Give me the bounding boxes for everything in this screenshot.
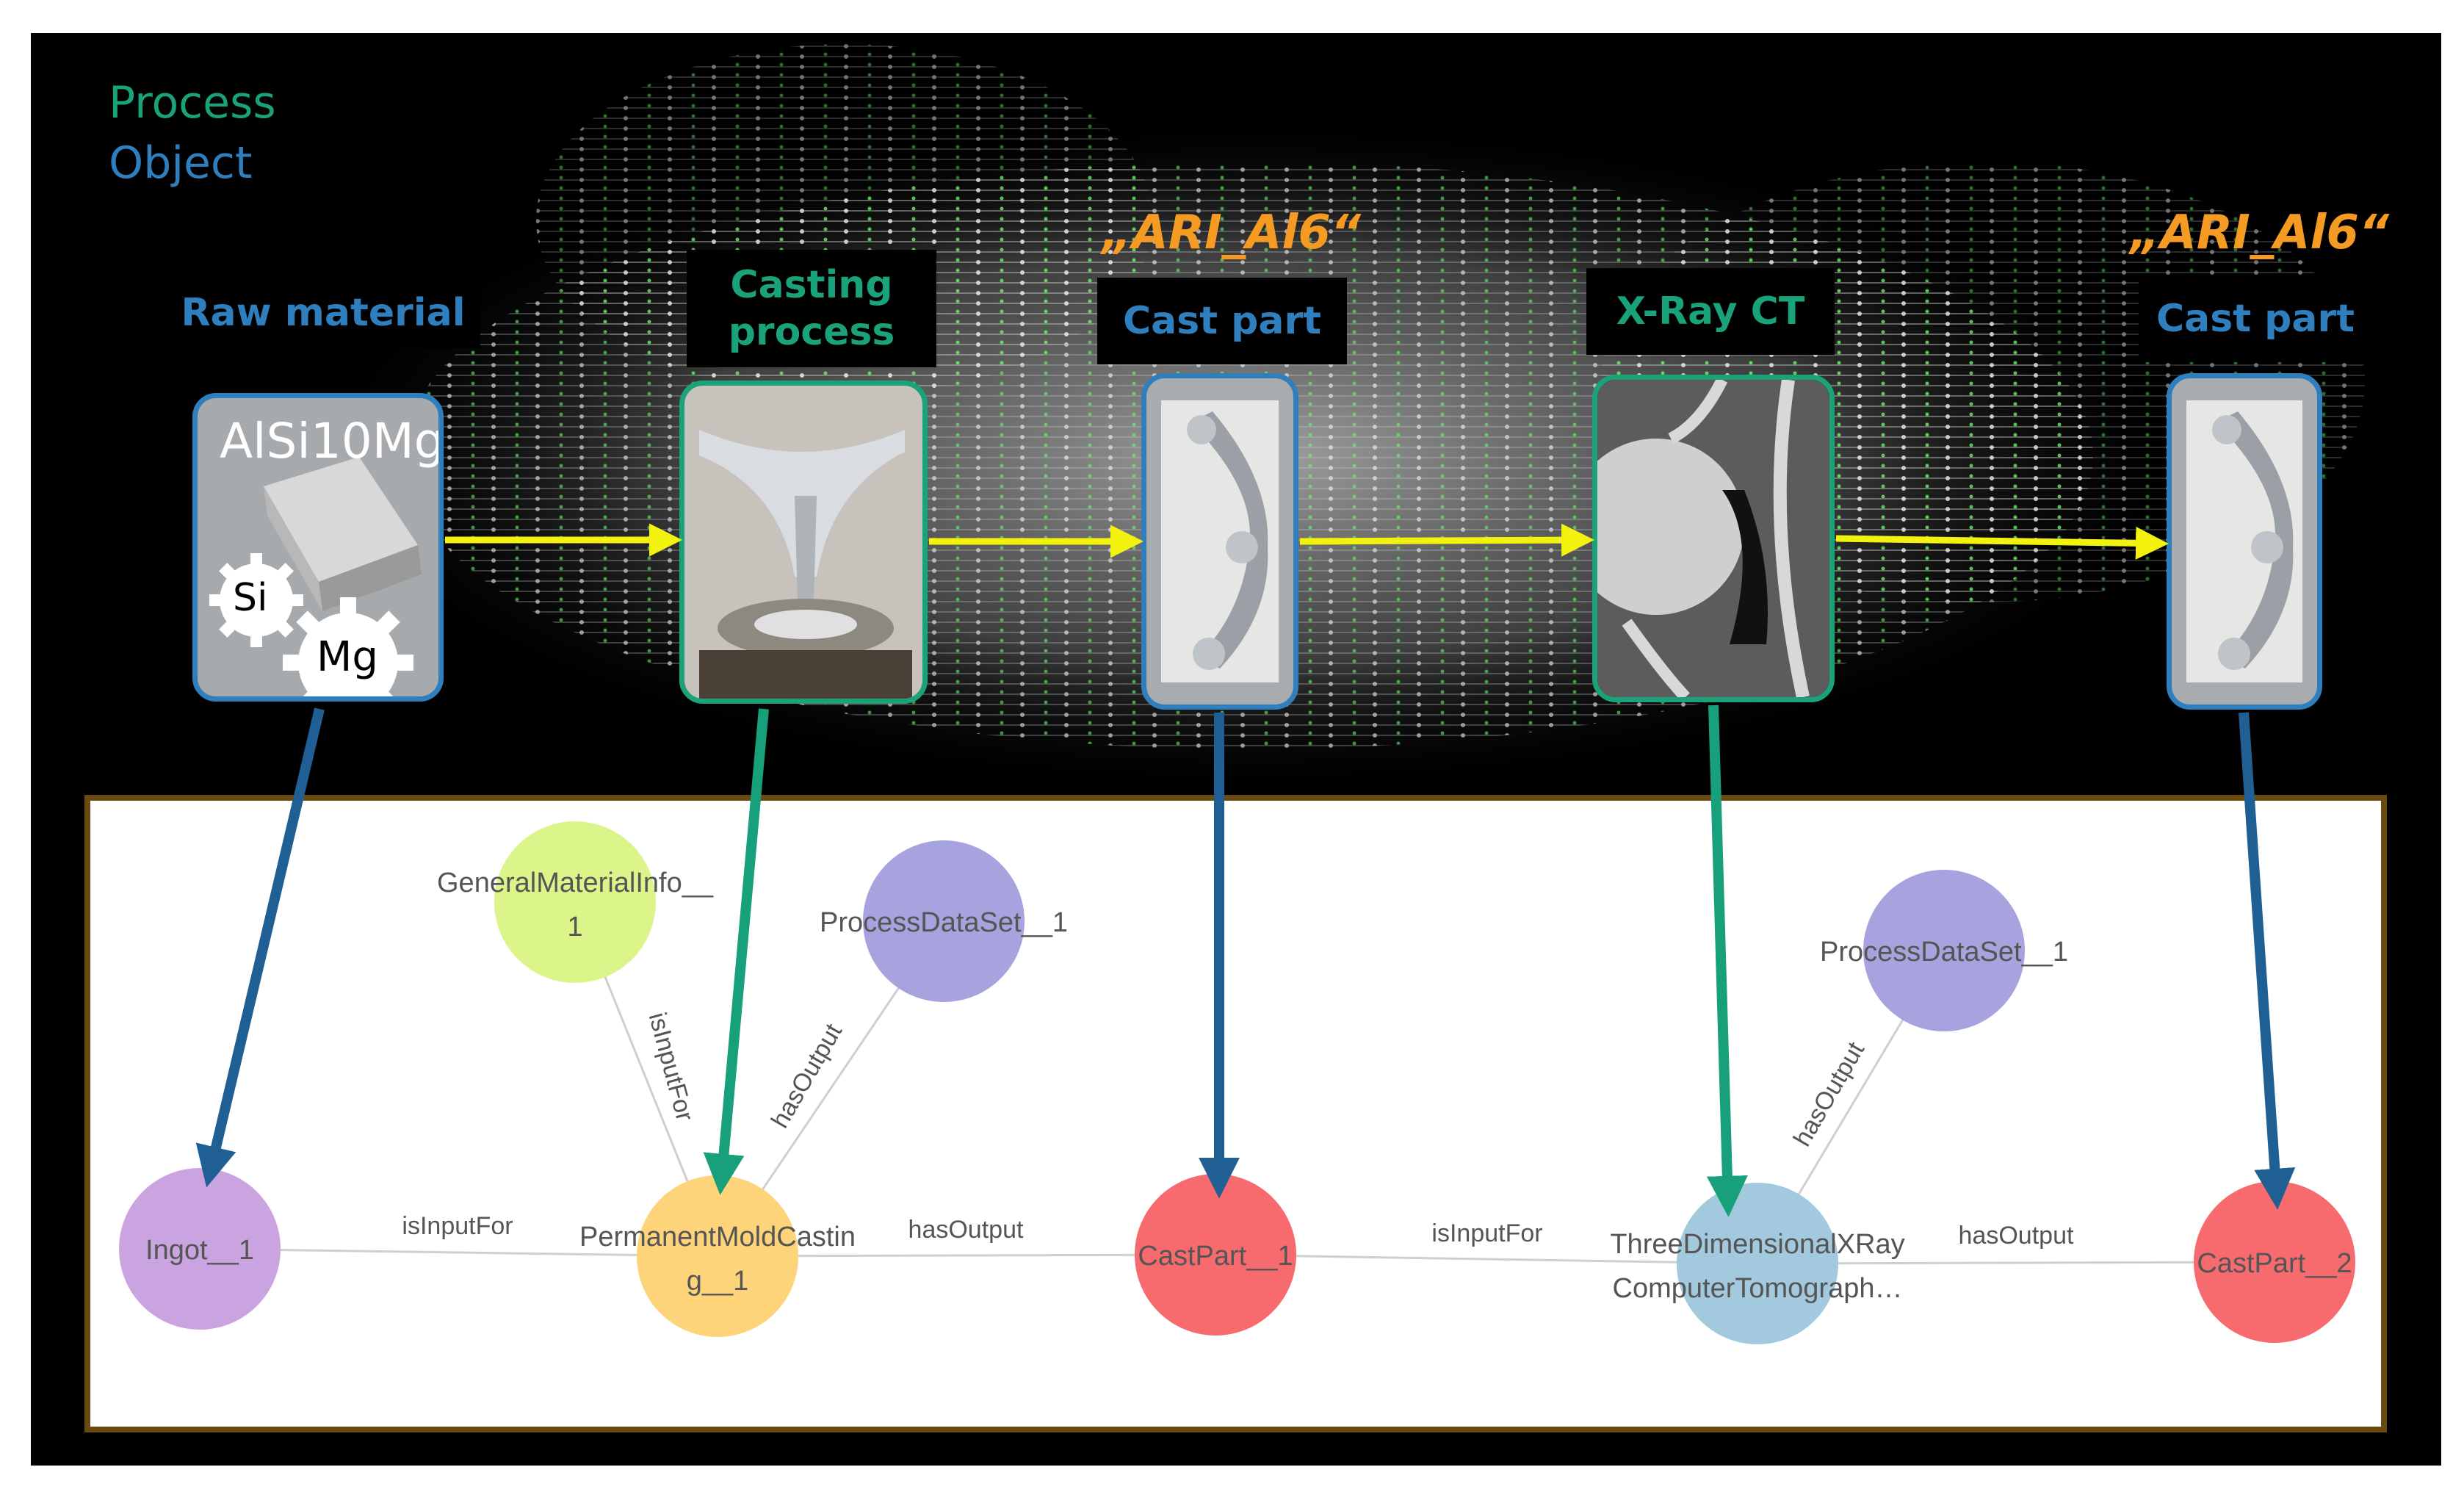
graph-node-label-cast1: CastPart__1 <box>1138 1241 1293 1272</box>
graph-node-label-gmi-2: 1 <box>567 912 582 942</box>
map-arrow-raw-material <box>195 707 325 1188</box>
flow-arrow-3 <box>1299 523 1594 557</box>
graph-node-label-cast2: CastPart__2 <box>2197 1248 2352 1279</box>
cast-part-image-2 <box>2186 400 2302 682</box>
card-cast-part-1 <box>1141 373 1298 710</box>
graph-node-ingot[interactable] <box>119 1168 281 1330</box>
gear-mg-label: Mg <box>317 633 378 681</box>
gear-si-label: Si <box>233 576 268 620</box>
map-arrow-ct <box>1706 704 1748 1217</box>
ingot-image <box>264 457 422 611</box>
legend-object: Object <box>109 137 253 189</box>
graph-edge-label-ct-cast2: hasOutput <box>1959 1222 2074 1250</box>
ct-scan-image <box>1597 380 1829 697</box>
card-cast-part-2 <box>2167 373 2322 710</box>
graph-edge-label-pmc-cast1: hasOutput <box>908 1216 1024 1244</box>
map-arrow-casting <box>703 708 769 1195</box>
header-cast-part-2: Cast part <box>2139 275 2372 362</box>
graph-edge-label-cast1-ct: isInputFor <box>1431 1219 1542 1247</box>
graph-node-pds1[interactable] <box>863 840 1025 1002</box>
graph-node-label-pds2: ProcessDataSet__1 <box>1820 937 2068 967</box>
casting-image <box>684 386 922 699</box>
header-casting-process: Casting process <box>687 250 936 367</box>
graph-node-pmc[interactable] <box>637 1175 798 1337</box>
card-xray-ct <box>1592 375 1835 702</box>
graph-edge-cast1-ct[interactable] <box>1215 1253 1758 1265</box>
map-arrow-cast-part-2 <box>2239 712 2296 1210</box>
graph-node-cast1[interactable] <box>1135 1174 1296 1336</box>
graph-node-cast2[interactable] <box>2194 1181 2355 1343</box>
graph-node-label-pmc-1: PermanentMoldCastin <box>579 1222 856 1252</box>
card-casting-process <box>679 381 928 704</box>
graph-node-label-pmc-2: g__1 <box>687 1266 749 1297</box>
graph-edge-ct-cast2[interactable] <box>1757 1261 2275 1265</box>
cast-part-image <box>1161 400 1279 682</box>
header-raw-material: Raw material <box>166 278 480 348</box>
card-raw-material: AlSi10Mg Si Mg <box>192 393 444 702</box>
tag-ari-al6-2: „ARI_Al6“ <box>2130 206 2390 260</box>
graph-node-ct[interactable] <box>1677 1183 1838 1344</box>
flow-arrow-4 <box>1835 526 2169 560</box>
alloy-label: AlSi10Mg <box>220 413 444 469</box>
gear-mg-icon <box>283 597 413 696</box>
graph-node-label-ct-1: ThreeDimensionalXRay <box>1610 1229 1904 1260</box>
graph-node-pds2[interactable] <box>1863 870 2025 1031</box>
graph-edge-ingot-pmc[interactable] <box>199 1247 718 1258</box>
graph-edge-pmc-cast1[interactable] <box>717 1253 1216 1258</box>
graph-edge-label-ingot-pmc: isInputFor <box>402 1212 513 1240</box>
gear-si-icon <box>209 553 303 647</box>
header-xray-ct: X-Ray CT <box>1586 268 1835 355</box>
graph-node-label-ingot: Ingot__1 <box>145 1235 254 1266</box>
graph-node-gmi[interactable] <box>494 821 656 983</box>
graph-node-label-gmi-1: GeneralMaterialInfo__ <box>437 868 714 898</box>
header-cast-part-1: Cast part <box>1097 278 1347 364</box>
tag-ari-al6-1: „ARI_Al6“ <box>1102 206 1362 260</box>
legend-process: Process <box>109 77 276 129</box>
graph-node-label-pds1: ProcessDataSet__1 <box>820 907 1068 938</box>
graph-node-label-ct-2: ComputerTomograph… <box>1613 1273 1903 1304</box>
